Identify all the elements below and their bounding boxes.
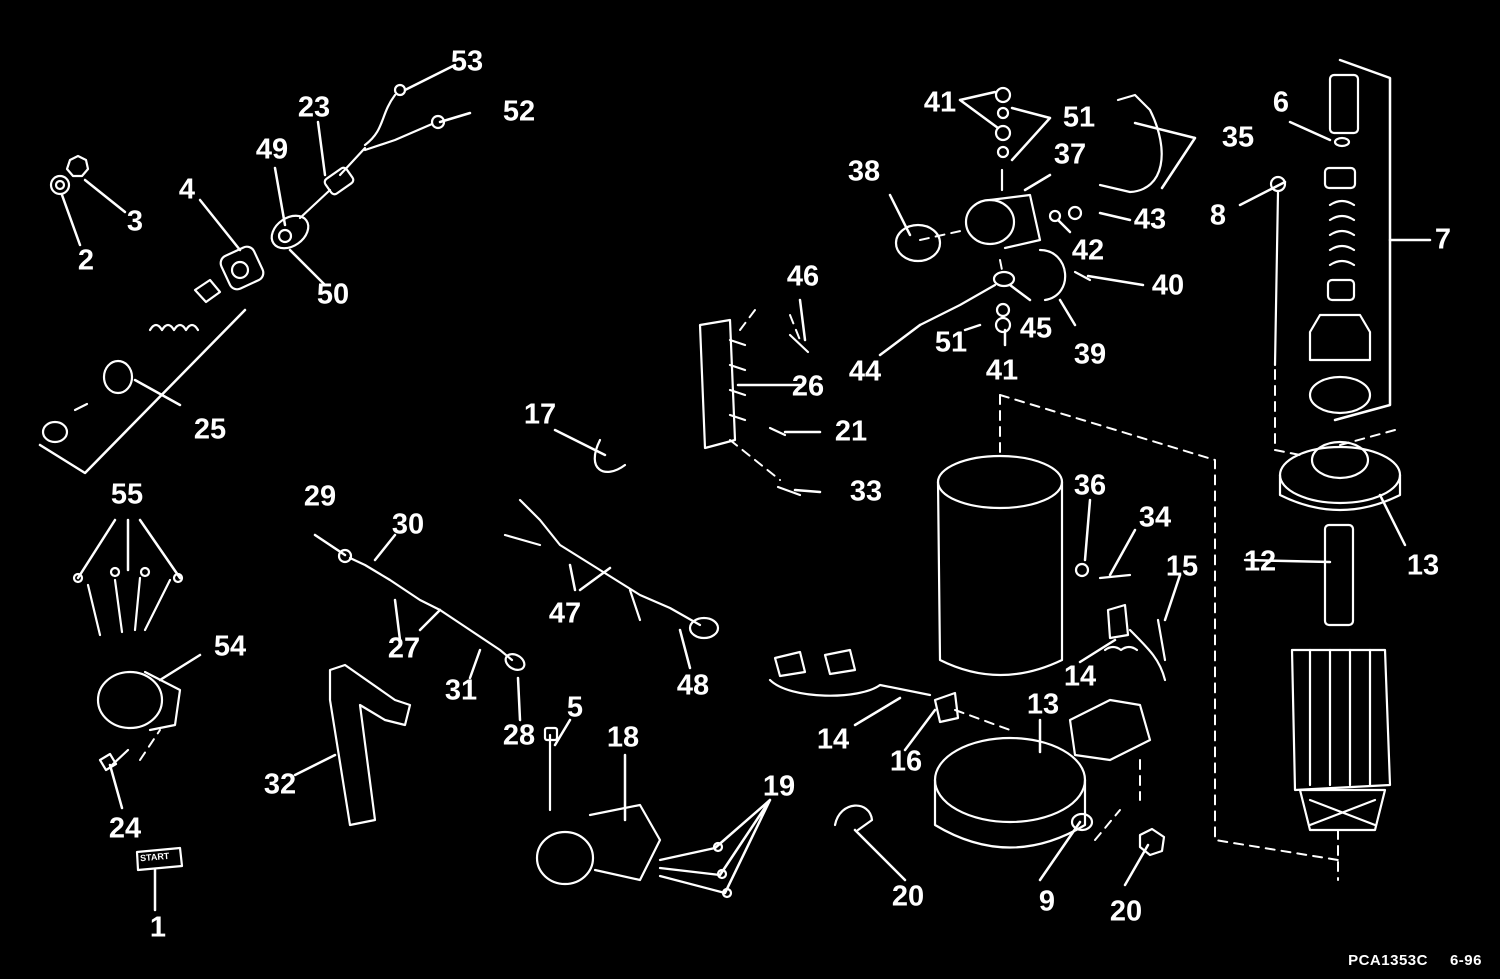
callout-42: 42 bbox=[1071, 234, 1105, 267]
callout-23: 23 bbox=[297, 91, 331, 124]
callout-50: 50 bbox=[316, 278, 350, 311]
callout-17: 17 bbox=[523, 398, 557, 431]
callout-47: 47 bbox=[548, 597, 582, 630]
callout-31: 31 bbox=[444, 674, 478, 707]
callout-1: 1 bbox=[149, 911, 167, 944]
callout-32: 32 bbox=[263, 768, 297, 801]
callout-44: 44 bbox=[848, 355, 882, 388]
callout-49: 49 bbox=[255, 133, 289, 166]
callout-48: 48 bbox=[676, 669, 710, 702]
callout-40: 40 bbox=[1151, 269, 1185, 302]
callout-54: 54 bbox=[213, 630, 247, 663]
callout-35: 35 bbox=[1221, 121, 1255, 154]
revision-date: 6-96 bbox=[1449, 952, 1482, 969]
callout-21: 21 bbox=[834, 415, 868, 448]
callout-14-left: 14 bbox=[816, 723, 850, 756]
callout-15: 15 bbox=[1165, 550, 1199, 583]
callout-36: 36 bbox=[1073, 469, 1107, 502]
callout-52: 52 bbox=[502, 95, 536, 128]
callout-26: 26 bbox=[791, 370, 825, 403]
callout-55: 55 bbox=[110, 478, 144, 511]
callout-51-top: 51 bbox=[1062, 101, 1096, 134]
callout-3: 3 bbox=[126, 205, 144, 238]
callout-13-top: 13 bbox=[1406, 549, 1440, 582]
bracket-lines bbox=[38, 58, 1392, 475]
callout-28: 28 bbox=[502, 719, 536, 752]
callout-6: 6 bbox=[1272, 86, 1290, 119]
drawing-reference: PCA1353C 6-96 bbox=[1348, 952, 1482, 969]
callout-13-bottom: 13 bbox=[1026, 688, 1060, 721]
callout-19: 19 bbox=[762, 770, 796, 803]
callout-24: 24 bbox=[108, 812, 142, 845]
callout-29: 29 bbox=[303, 480, 337, 513]
callout-20-left: 20 bbox=[891, 880, 925, 913]
callout-46: 46 bbox=[786, 260, 820, 293]
callout-27: 27 bbox=[387, 632, 421, 665]
callout-7: 7 bbox=[1434, 223, 1452, 256]
callout-45: 45 bbox=[1019, 312, 1053, 345]
callout-53: 53 bbox=[450, 45, 484, 78]
callout-30: 30 bbox=[391, 508, 425, 541]
callout-37: 37 bbox=[1053, 138, 1087, 171]
callout-43: 43 bbox=[1133, 203, 1167, 236]
callout-20-right: 20 bbox=[1109, 895, 1143, 928]
leader-lines bbox=[60, 63, 1432, 912]
callout-9: 9 bbox=[1038, 885, 1056, 918]
callout-14-right: 14 bbox=[1063, 660, 1097, 693]
callout-34: 34 bbox=[1138, 501, 1172, 534]
callout-8: 8 bbox=[1209, 199, 1227, 232]
callout-51-bottom: 51 bbox=[934, 326, 968, 359]
callout-38: 38 bbox=[847, 155, 881, 188]
drawing-number: PCA1353C bbox=[1348, 952, 1428, 969]
callout-25: 25 bbox=[193, 413, 227, 446]
callout-5: 5 bbox=[566, 691, 584, 724]
callout-12: 12 bbox=[1243, 545, 1277, 578]
callout-2: 2 bbox=[77, 244, 95, 277]
callout-41-top: 41 bbox=[923, 86, 957, 119]
callout-4: 4 bbox=[178, 173, 196, 206]
callout-18: 18 bbox=[606, 721, 640, 754]
callout-33: 33 bbox=[849, 475, 883, 508]
callout-41-bottom: 41 bbox=[985, 354, 1019, 387]
callout-16: 16 bbox=[889, 745, 923, 778]
part-outlines bbox=[41, 73, 1402, 899]
callout-39: 39 bbox=[1073, 338, 1107, 371]
